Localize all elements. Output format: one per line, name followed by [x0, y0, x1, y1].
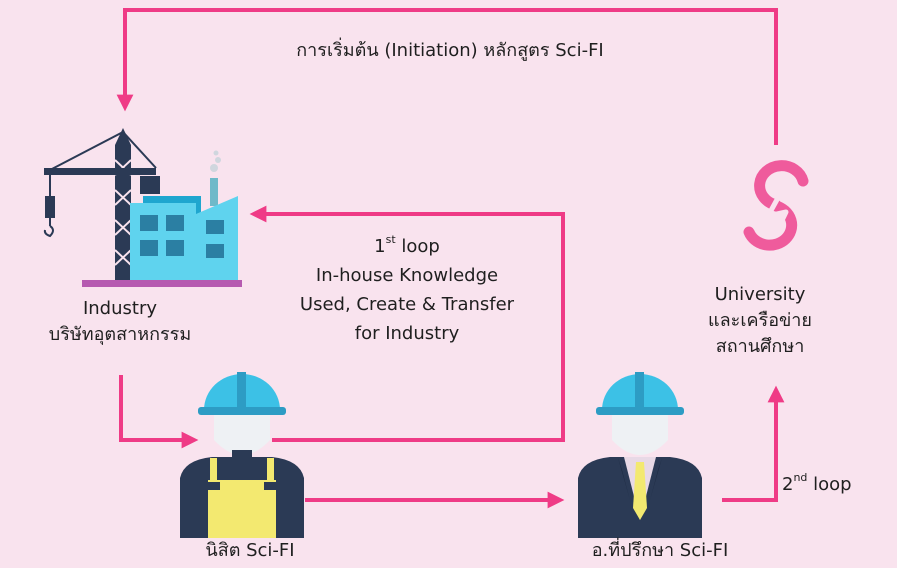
loop1-arrow — [249, 205, 565, 442]
student-worker-icon — [180, 372, 304, 538]
industry-to-student-arrow — [119, 375, 199, 449]
industry-label: Industry บริษัทอุตสาหกรรม — [20, 296, 220, 348]
factory-crane-icon — [43, 128, 242, 287]
university-label-th-2: สถานศึกษา — [715, 336, 805, 357]
loop1-line4: for Industry — [354, 323, 460, 344]
initiation-arrow — [116, 8, 778, 145]
loop2-label: 2nd loop — [782, 472, 882, 498]
loop2-sup: nd — [793, 471, 808, 484]
student-label: นิสิต Sci-FI — [205, 540, 295, 561]
university-logo-icon — [743, 160, 809, 251]
loop2-word: loop — [807, 474, 852, 495]
loop1-line3: Used, Create & Transfer — [299, 294, 515, 315]
industry-label-en: Industry — [82, 298, 158, 319]
university-label: University และเครือข่าย สถานศึกษา — [680, 282, 840, 360]
loop2-num: 2 — [782, 474, 794, 495]
university-label-th-1: และเครือข่าย — [708, 310, 812, 331]
loop1-line2: In-house Knowledge — [315, 265, 499, 286]
initiation-label: การเริ่มต้น (Initiation) หลักสูตร Sci-FI — [296, 40, 604, 61]
advisor-businessman-icon — [578, 372, 702, 538]
industry-label-th: บริษัทอุตสาหกรรม — [48, 324, 192, 345]
loop2-arrow — [722, 385, 785, 502]
advisor-label: อ.ที่ปรึกษา Sci-FI — [591, 540, 729, 561]
loop1-word: loop — [395, 236, 440, 257]
loop1-num: 1 — [374, 236, 386, 257]
university-label-en: University — [714, 284, 806, 305]
loop1-label: 1st loop In-house Knowledge Used, Create… — [262, 232, 552, 348]
loop1-sup: st — [385, 233, 396, 246]
loop1-title: 1st loop — [262, 232, 552, 261]
